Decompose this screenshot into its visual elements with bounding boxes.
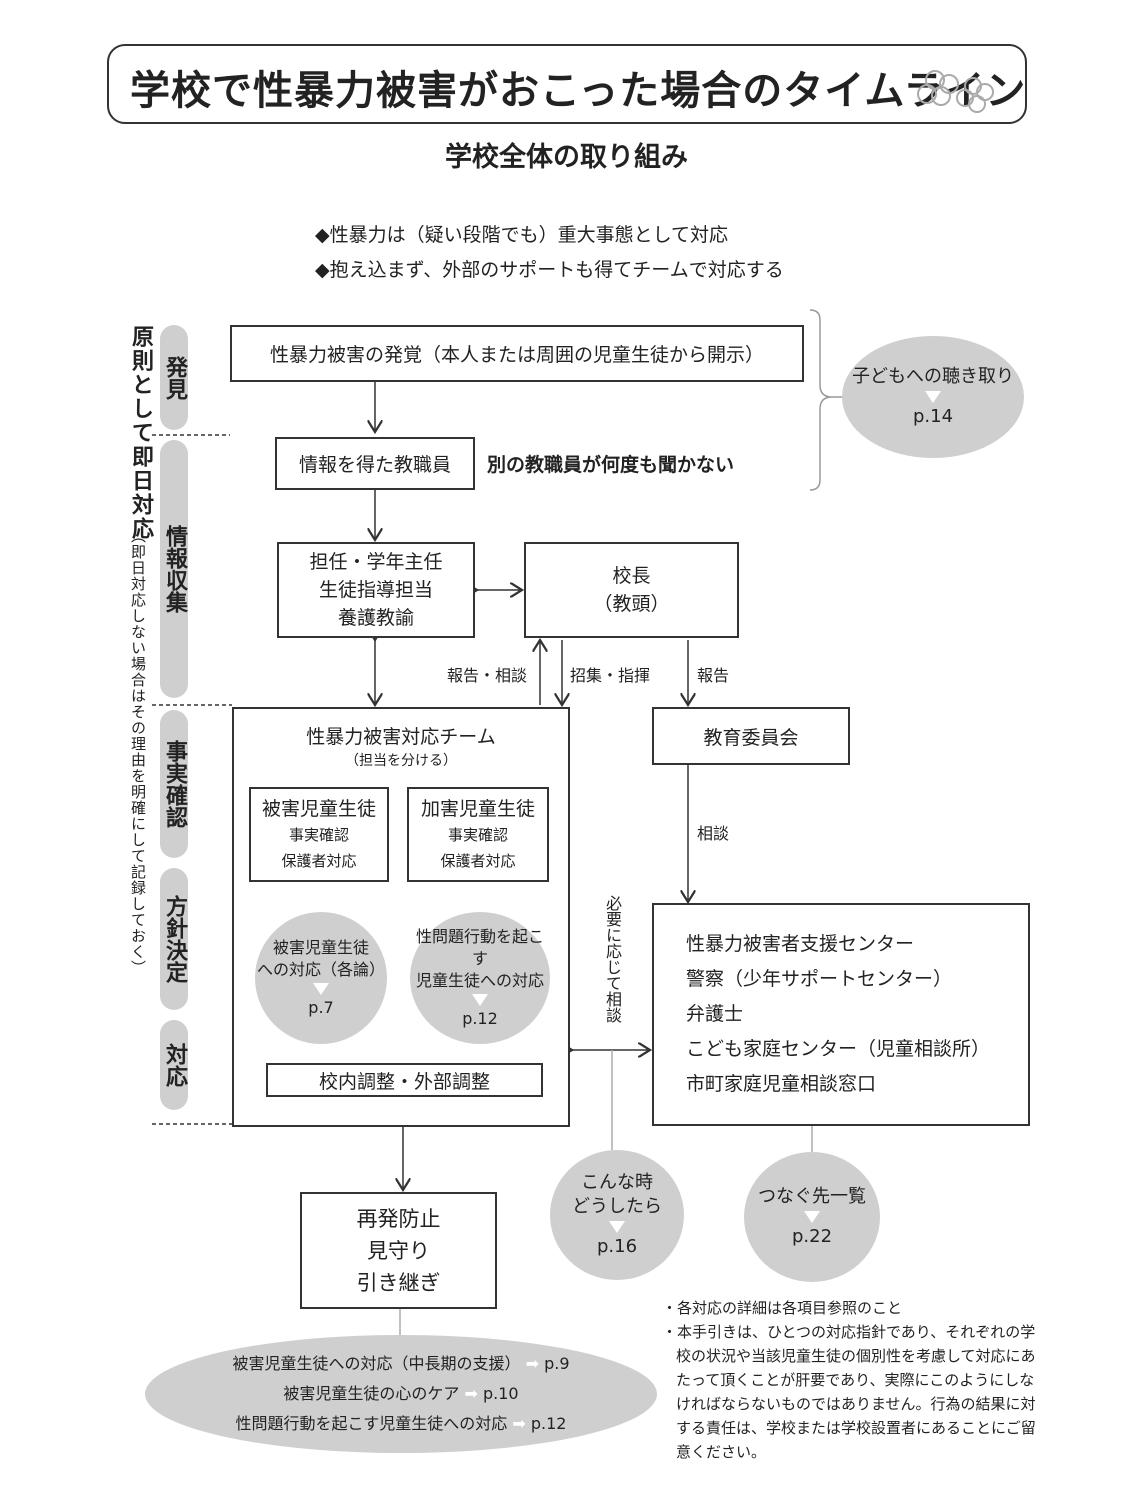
team-title: 性暴力被害対応チーム [306, 726, 496, 748]
discovery-box: 性暴力被害の発覚（本人または周囲の児童生徒から開示） [230, 325, 804, 382]
homeroom-box: 担任・学年主任 生徒指導担当 養護教諭 [277, 542, 475, 638]
coordination-box: 校内調整・外部調整 [266, 1063, 543, 1097]
followup-item-3-text: 性問題行動を起こす児童生徒への対応 [235, 1414, 508, 1433]
victim-line-2: 保護者対応 [281, 851, 357, 870]
subtitle: 学校全体の取り組み [445, 142, 688, 173]
followup-item-3-page: p.12 [530, 1414, 567, 1433]
arrow-down-icon [609, 1221, 625, 1233]
stage-policy: 方針決定 [160, 868, 188, 1010]
stage-fact-check: 事実確認 [160, 710, 188, 858]
side-label: 原則として即日対応 [128, 325, 153, 541]
principal-line-1: 校長 [612, 565, 651, 587]
contacts-page: p.22 [791, 1226, 833, 1247]
informed-staff-note: 別の教職員が何度も聞かない [487, 454, 735, 476]
arrow-down-icon [804, 1211, 820, 1223]
followup-item-1-page: p.9 [544, 1354, 570, 1373]
what-if-circle: こんな時 どうしたら p.16 [550, 1150, 684, 1280]
homeroom-line-1: 担任・学年主任 [309, 551, 443, 573]
victim-response-page: p.7 [308, 998, 334, 1017]
listening-page: p.14 [912, 406, 954, 427]
label-convene-direct: 招集・指揮 [570, 666, 651, 685]
note-1: ・各対応の詳細は各項目参照のこと [662, 1299, 903, 1317]
prevention-line-3: 引き継ぎ [356, 1270, 441, 1295]
offender-response-line-1: 性問題行動を起こす [415, 927, 544, 968]
side-note: （即日対応しない場合はその理由を明確にして記録しておく） [129, 528, 147, 976]
prevention-line-2: 見守り [367, 1238, 430, 1263]
followup-item-1: 被害児童生徒への対応（中長期の支援） ➡ p.9 [232, 1349, 569, 1379]
label-consult: 相談 [697, 824, 730, 843]
what-if-page: p.16 [596, 1236, 638, 1257]
followup-item-3: 性問題行動を起こす児童生徒への対応 ➡ p.12 [236, 1409, 567, 1439]
followup-item-1-text: 被害児童生徒への対応（中長期の支援） [232, 1354, 521, 1373]
label-as-needed: 必要に応じて相談 [603, 895, 622, 1023]
team-box [232, 707, 570, 1127]
listening-circle: 子どもへの聴き取り p.14 [842, 336, 1024, 458]
followup-item-2-page: p.10 [483, 1384, 519, 1403]
agency-1: 性暴力被害者支援センター [686, 933, 915, 955]
followup-ellipse: 被害児童生徒への対応（中長期の支援） ➡ p.9 被害児童生徒の心のケア ➡ p… [145, 1335, 657, 1453]
page-title: 学校で性暴力被害がおこった場合のタイムライン [130, 68, 1027, 114]
label-report: 報告 [697, 666, 730, 685]
agency-3: 弁護士 [686, 1003, 744, 1025]
contacts-text: つなぐ先一覧 [758, 1186, 866, 1207]
victim-response-circle: 被害児童生徒 への対応（各論） p.7 [255, 912, 387, 1044]
followup-item-2: 被害児童生徒の心のケア ➡ p.10 [283, 1379, 518, 1409]
notes: ・各対応の詳細は各項目参照のこと ・本手引きは、ひとつの対応指針であり、それぞれ… [662, 1296, 1042, 1464]
team-subtitle: （担当を分ける） [345, 753, 457, 769]
arrow-right-icon: ➡ [512, 1414, 526, 1433]
victim-response-line-2: への対応（各論） [256, 960, 385, 979]
offender-response-circle: 性問題行動を起こす 児童生徒への対応 p.12 [410, 912, 550, 1044]
flower-decoration-icon [917, 70, 994, 113]
offender-line-1: 事実確認 [447, 825, 508, 844]
title-frame [107, 44, 1027, 124]
arrow-down-icon [472, 994, 488, 1006]
offender-response-line-2: 児童生徒への対応 [415, 971, 544, 990]
victim-box: 被害児童生徒 事実確認 保護者対応 [249, 787, 389, 882]
note-2: ・本手引きは、ひとつの対応指針であり、それぞれの学校の状況や当該児童生徒の個別性… [662, 1323, 1036, 1461]
what-if-line-2: どうしたら [572, 1196, 662, 1217]
homeroom-line-2: 生徒指導担当 [318, 579, 433, 601]
homeroom-line-3: 養護教諭 [337, 607, 414, 629]
what-if-line-1: こんな時 [581, 1172, 653, 1193]
board-box: 教育委員会 [652, 707, 850, 765]
agency-5: 市町家庭児童相談窓口 [686, 1073, 877, 1095]
label-report-consult: 報告・相談 [447, 666, 528, 685]
principle-2: ◆抱え込まず、外部のサポートも得てチームで対応する [315, 259, 784, 281]
arrow-right-icon: ➡ [464, 1384, 478, 1403]
followup-item-2-text: 被害児童生徒の心のケア [283, 1384, 460, 1403]
arrow-right-icon: ➡ [525, 1354, 539, 1373]
arrow-down-icon [925, 391, 941, 403]
principal-line-2: （教頭） [593, 593, 670, 615]
listening-text: 子どもへの聴き取り [852, 366, 1014, 387]
victim-title: 被害児童生徒 [261, 797, 376, 820]
informed-staff-box: 情報を得た教職員 [275, 437, 475, 490]
principal-box: 校長 （教頭） [524, 542, 739, 638]
offender-response-page: p.12 [462, 1009, 498, 1028]
arrow-down-icon [313, 983, 329, 995]
offender-title: 加害児童生徒 [420, 797, 535, 820]
external-agencies-box: 性暴力被害者支援センター 警察（少年サポートセンター） 弁護士 こども家庭センタ… [652, 903, 1030, 1126]
stage-response: 対応 [160, 1020, 188, 1110]
contacts-circle: つなぐ先一覧 p.22 [744, 1152, 880, 1282]
agency-4: こども家庭センター（児童相談所） [686, 1038, 991, 1060]
principle-1: ◆性暴力は（疑い段階でも）重大事態として対応 [315, 224, 729, 246]
stage-information: 情報収集 [160, 440, 188, 698]
offender-line-2: 保護者対応 [440, 851, 516, 870]
prevention-line-1: 再発防止 [356, 1206, 441, 1231]
agency-2: 警察（少年サポートセンター） [686, 968, 953, 990]
offender-box: 加害児童生徒 事実確認 保護者対応 [407, 787, 549, 882]
victim-response-line-1: 被害児童生徒 [272, 938, 369, 957]
victim-line-1: 事実確認 [288, 825, 349, 844]
stage-discovery: 発見 [160, 325, 188, 430]
prevention-box: 再発防止 見守り 引き継ぎ [300, 1192, 497, 1309]
